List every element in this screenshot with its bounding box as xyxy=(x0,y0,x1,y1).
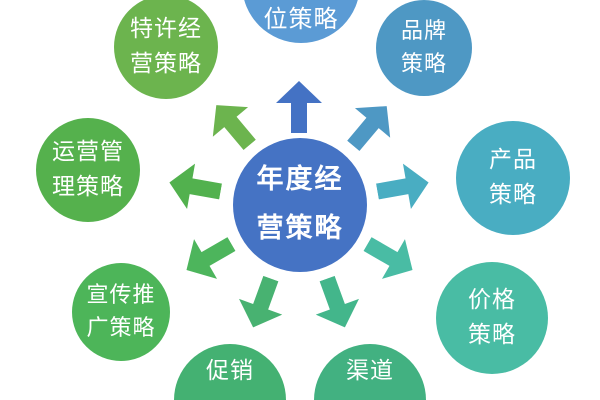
node-label: 理策略 xyxy=(52,174,124,200)
arrow-down-left-icon xyxy=(175,224,243,290)
center-label: 年度经 xyxy=(256,164,344,196)
arrow-down-toward-channel-icon xyxy=(305,271,366,336)
node-label: 营策略 xyxy=(130,51,202,77)
arrow-down-toward-promotion-icon xyxy=(231,271,292,336)
arrow-up-left-icon xyxy=(199,90,268,159)
node-promotion-strategy: 促销 xyxy=(174,344,286,400)
node-label: 品牌 xyxy=(400,18,447,44)
arrow-down-right-icon xyxy=(356,224,424,290)
node-label: 宣传推 xyxy=(86,282,156,308)
node-label: 广策略 xyxy=(86,316,156,341)
node-label: 运营管 xyxy=(52,139,124,166)
node-label: 特许经 xyxy=(130,16,202,43)
node-channel-strategy: 渠道 xyxy=(314,344,426,400)
node-label: 促销 xyxy=(206,358,254,384)
center-label: 营策略 xyxy=(256,213,344,244)
node-price-strategy: 价格 策略 xyxy=(436,262,548,374)
arrow-up-right-icon xyxy=(336,91,405,160)
node-publicity-strategy: 宣传推 广策略 xyxy=(72,263,170,361)
node-label: 策略 xyxy=(489,182,537,208)
node-label: 策略 xyxy=(400,52,447,77)
node-brand-strategy: 品牌 策略 xyxy=(376,0,472,96)
node-label: 策略 xyxy=(468,322,516,348)
node-label: 渠道 xyxy=(346,358,394,384)
node-positioning-strategy: 位策略 xyxy=(242,0,360,43)
node-operations-strategy: 运营管 理策略 xyxy=(36,118,140,222)
node-product-strategy: 产品 策略 xyxy=(456,121,570,235)
node-label: 价格 xyxy=(468,287,516,314)
arrow-up-icon xyxy=(276,81,322,133)
node-label: 位策略 xyxy=(263,4,339,33)
arrow-right-icon xyxy=(373,160,432,214)
arrow-left-icon xyxy=(165,160,224,214)
node-label: 产品 xyxy=(489,147,537,174)
node-annual-business-strategy-center: 年度经 营策略 xyxy=(233,138,367,272)
node-franchise-strategy: 特许经 营策略 xyxy=(114,0,218,99)
